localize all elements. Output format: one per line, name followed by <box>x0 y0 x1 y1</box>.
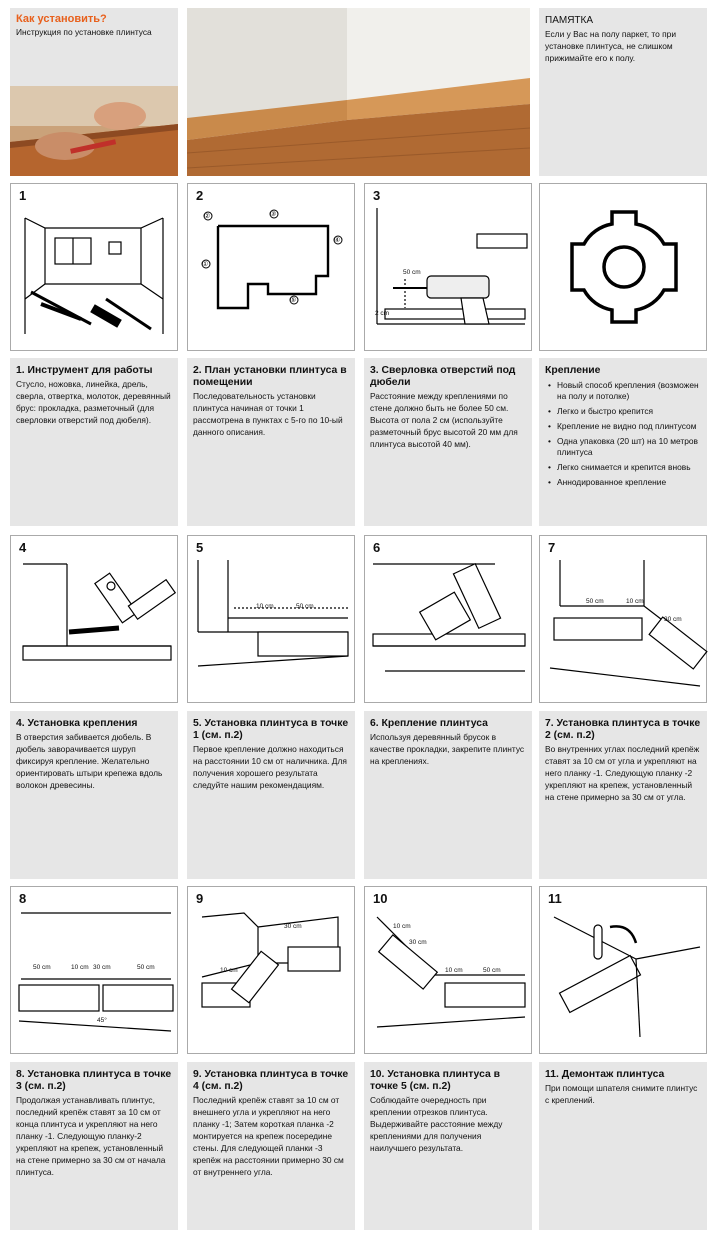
step-title: 3. Сверловка отверстий под дюбели <box>370 365 516 388</box>
fastener-clip-icon <box>570 210 678 324</box>
step-3-panel: 3. Сверловка отверстий под дюбели Рассто… <box>364 358 532 526</box>
step-text: Соблюдайте очередность при креплении отр… <box>370 1095 503 1153</box>
feature-item: Крепление не видно под плинтусом <box>548 421 701 432</box>
step-number: 5 <box>196 540 204 555</box>
step-number: 10 <box>373 891 388 906</box>
photo-baseboard-corner <box>187 8 530 176</box>
step-text: Во внутренних углах последний крепёж ста… <box>545 744 700 802</box>
step-2-panel: 2. План установки плинтуса в помещении П… <box>187 358 355 526</box>
illustration-step-5: 5 10 cm 50 cm <box>187 535 355 703</box>
step-title: 8. Установка плинтуса в точке 3 (см. п.2… <box>16 1069 172 1092</box>
illustration-step-8: 8 50 cm 10 cm 30 cm 50 cm 45° <box>10 886 178 1054</box>
step-title: 7. Установка плинтуса в точке 2 (см. п.2… <box>545 718 701 741</box>
dim-50cm-b: 50 cm <box>137 964 155 971</box>
illustration-step-3: 3 50 cm 2 cm <box>364 183 532 351</box>
plan-mark-5: ⑤ <box>290 297 297 304</box>
step-number: 8 <box>19 891 27 906</box>
step-number: 11 <box>548 891 562 906</box>
dim-50cm-a: 50 cm <box>33 964 51 971</box>
plan-mark-3: ③ <box>270 211 277 218</box>
intro-panel: Как установить? Инструкция по установке … <box>10 8 178 176</box>
photo-hands-installing <box>10 86 178 176</box>
dim-50cm: 50 cm <box>586 598 604 605</box>
feature-item: Одна упаковка (20 шт) на 10 метров плинт… <box>548 436 701 458</box>
step-8-panel: 8. Установка плинтуса в точке 3 (см. п.2… <box>10 1062 178 1230</box>
step-number: 6 <box>373 540 381 555</box>
angle-45: 45° <box>97 1017 107 1024</box>
step-text: Последний крепёж ставят за 10 см от внеш… <box>193 1095 344 1177</box>
fastener-feature-list: Новый способ крепления (возможен на полу… <box>545 380 701 488</box>
step-6-panel: 6. Крепление плинтуса Используя деревянн… <box>364 711 532 879</box>
step-11-panel: 11. Демонтаж плинтуса При помощи шпателя… <box>539 1062 707 1230</box>
memo-title: ПАМЯТКА <box>545 15 594 26</box>
illustration-step-9: 9 30 cm 10 cm <box>187 886 355 1054</box>
step-title: 4. Установка крепления <box>16 718 138 729</box>
illustration-step-2: 2 ① ② ③ ④ ⑤ <box>187 183 355 351</box>
step-number: 9 <box>196 891 204 906</box>
feature-item: Легко снимается и крепится вновь <box>548 462 701 473</box>
dim-10cm: 10 cm <box>71 964 89 971</box>
illustration-step-1: 1 <box>10 183 178 351</box>
memo-panel: ПАМЯТКА Если у Вас на полу паркет, то пр… <box>539 8 707 176</box>
dim-10cm: 10 cm <box>220 967 238 974</box>
dim-10cm-b: 10 cm <box>445 967 463 974</box>
dim-30cm: 30 cm <box>409 939 427 946</box>
memo-text: Если у Вас на полу паркет, то при устано… <box>545 29 677 63</box>
dim-10cm: 10 cm <box>256 603 274 610</box>
fastener-title: Крепление <box>545 365 601 376</box>
step-10-panel: 10. Установка плинтуса в точке 5 (см. п.… <box>364 1062 532 1230</box>
illustration-step-6: 6 <box>364 535 532 703</box>
dim-50cm: 50 cm <box>296 603 314 610</box>
step-text: Первое крепление должно находиться на ра… <box>193 744 347 790</box>
step-text: Используя деревянный брусок в качестве п… <box>370 732 525 766</box>
intro-title: Как установить? <box>16 13 107 25</box>
step-number: 4 <box>19 540 27 555</box>
step-1-panel: 1. Инструмент для работы Стусло, ножовка… <box>10 358 178 526</box>
dim-50cm: 50 cm <box>403 269 421 276</box>
feature-item: Легко и быстро крепится <box>548 406 701 417</box>
illustration-step-4: 4 <box>10 535 178 703</box>
dim-30cm: 30 cm <box>93 964 111 971</box>
step-text: Стусло, ножовка, линейка, дрель, сверла,… <box>16 379 171 425</box>
illustration-step-10: 10 10 cm 30 cm 10 cm 50 cm <box>364 886 532 1054</box>
step-title: 5. Установка плинтуса в точке 1 (см. п.2… <box>193 718 349 741</box>
plan-mark-2: ② <box>204 213 211 220</box>
plan-mark-1: ① <box>202 261 209 268</box>
fastener-panel: Крепление Новый способ крепления (возмож… <box>539 358 707 526</box>
dim-50cm: 50 cm <box>483 967 501 974</box>
step-text: Продолжая устанавливать плинтус, последн… <box>16 1095 166 1177</box>
step-number: 1 <box>19 188 27 203</box>
step-text: В отверстия забивается дюбель. В дюбель … <box>16 732 163 790</box>
step-title: 6. Крепление плинтуса <box>370 718 488 729</box>
illustration-step-7: 7 50 cm 10 cm 30 cm <box>539 535 708 703</box>
dim-2cm: 2 cm <box>375 310 390 317</box>
feature-item: Аннодированное крепление <box>548 477 701 488</box>
step-title: 11. Демонтаж плинтуса <box>545 1069 665 1080</box>
intro-subtitle: Инструкция по установке плинтуса <box>16 27 152 37</box>
dim-10cm-a: 10 cm <box>393 923 411 930</box>
step-title: 1. Инструмент для работы <box>16 365 153 376</box>
feature-item: Новый способ крепления (возможен на полу… <box>548 380 701 402</box>
step-title: 2. План установки плинтуса в помещении <box>193 365 347 388</box>
step-5-panel: 5. Установка плинтуса в точке 1 (см. п.2… <box>187 711 355 879</box>
step-7-panel: 7. Установка плинтуса в точке 2 (см. п.2… <box>539 711 707 879</box>
dim-10cm: 10 cm <box>626 598 644 605</box>
step-text: Расстояние между креплениями по стене до… <box>370 391 518 449</box>
step-title: 10. Установка плинтуса в точке 5 (см. п.… <box>370 1069 501 1092</box>
illustration-step-11: 11 <box>539 886 707 1054</box>
step-text: Последовательность установки плинтуса на… <box>193 391 343 437</box>
step-number: 3 <box>373 188 381 203</box>
step-title: 9. Установка плинтуса в точке 4 (см. п.2… <box>193 1069 349 1092</box>
illustration-fastener <box>539 183 707 351</box>
step-9-panel: 9. Установка плинтуса в точке 4 (см. п.2… <box>187 1062 355 1230</box>
plan-mark-4: ④ <box>334 237 341 244</box>
step-number: 7 <box>548 540 556 555</box>
step-4-panel: 4. Установка крепления В отверстия забив… <box>10 711 178 879</box>
step-text: При помощи шпателя снимите плинтус с кре… <box>545 1083 698 1105</box>
step-number: 2 <box>196 188 204 203</box>
dim-30cm: 30 cm <box>284 923 302 930</box>
dim-30cm: 30 cm <box>664 616 682 623</box>
